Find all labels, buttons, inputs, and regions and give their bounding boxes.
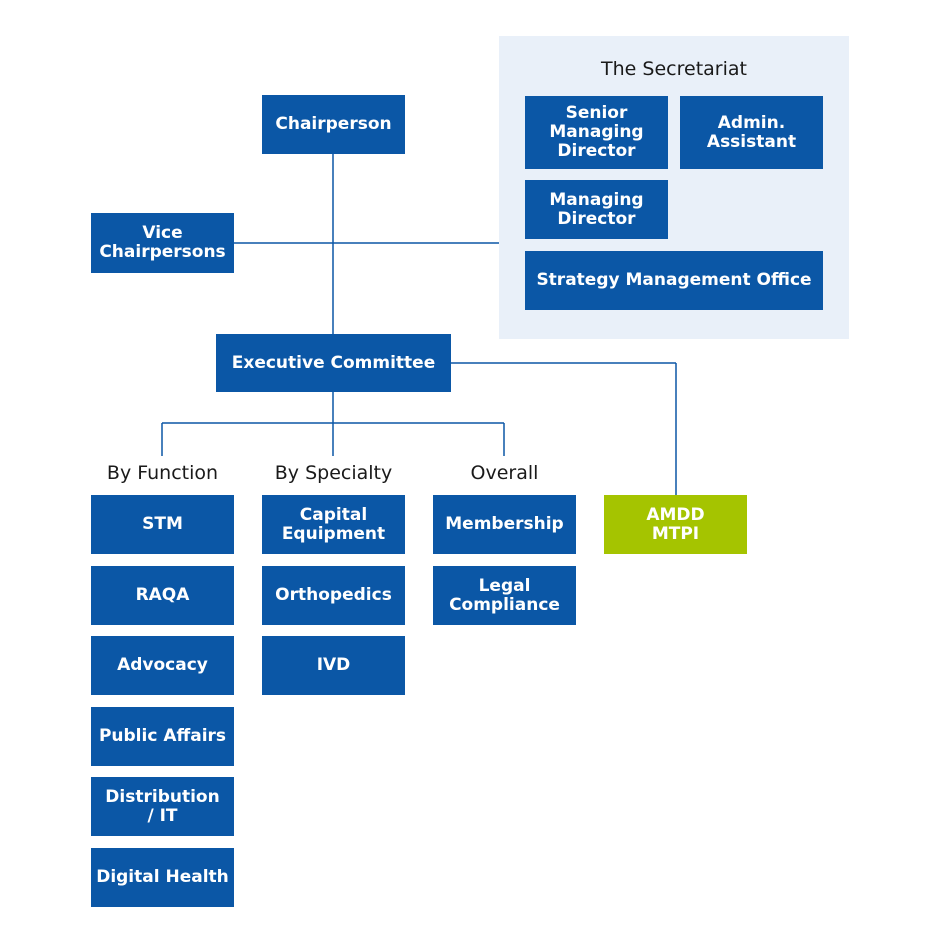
overall-item-legal-compliance: Legal Compliance [433, 566, 576, 625]
function-item-public-affairs: Public Affairs [91, 707, 234, 766]
secretariat-title: The Secretariat [601, 58, 747, 80]
function-item-advocacy: Advocacy [91, 636, 234, 695]
by-specialty-heading: By Specialty [274, 462, 393, 484]
specialty-item-orthopedics: Orthopedics [262, 566, 405, 625]
by-function-heading: By Function [106, 462, 219, 484]
vice-chairpersons-box: Vice Chairpersons [91, 213, 234, 273]
managing-director-box: Managing Director [525, 180, 668, 239]
function-item-stm: STM [91, 495, 234, 554]
overall-item-membership: Membership [433, 495, 576, 554]
specialty-item-capital-equipment: Capital Equipment [262, 495, 405, 554]
executive-committee-box: Executive Committee [216, 334, 451, 392]
senior-managing-director-box: Senior Managing Director [525, 96, 668, 169]
function-item-raqa: RAQA [91, 566, 234, 625]
amdd-mtpi-box: AMDD MTPI [604, 495, 747, 554]
function-item-distribution-it: Distribution / IT [91, 777, 234, 836]
function-item-digital-health: Digital Health [91, 848, 234, 907]
overall-heading: Overall [470, 462, 539, 484]
admin-assistant-box: Admin. Assistant [680, 96, 823, 169]
specialty-item-ivd: IVD [262, 636, 405, 695]
chairperson-box: Chairperson [262, 95, 405, 154]
strategy-office-box: Strategy Management Office [525, 251, 823, 310]
